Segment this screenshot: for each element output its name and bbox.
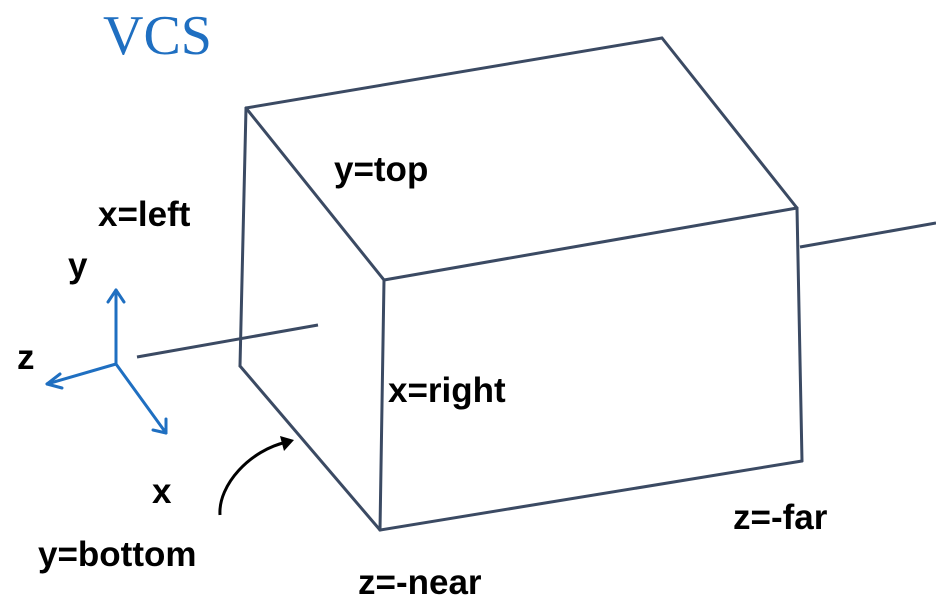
right-plane-label: x=right [388,371,506,410]
page-title: VCS [103,5,212,67]
left-plane-label: x=left [98,195,191,234]
z-axis-arrow [45,362,118,386]
x-axis-label: x [152,472,172,511]
view-axis-right [799,221,936,249]
x-axis-arrow [114,362,168,435]
y-axis-label: y [68,246,88,285]
bottom-pointer-arrow [218,436,294,516]
frustum-box [238,36,804,532]
axes-glyph [45,288,168,435]
top-plane-label: y=top [334,150,429,189]
view-axis-left [136,323,319,359]
far-plane-label: z=-far [733,498,828,537]
near-plane-label: z=-near [358,563,482,602]
z-axis-label: z [17,338,35,377]
bottom-plane-label: y=bottom [38,535,197,574]
